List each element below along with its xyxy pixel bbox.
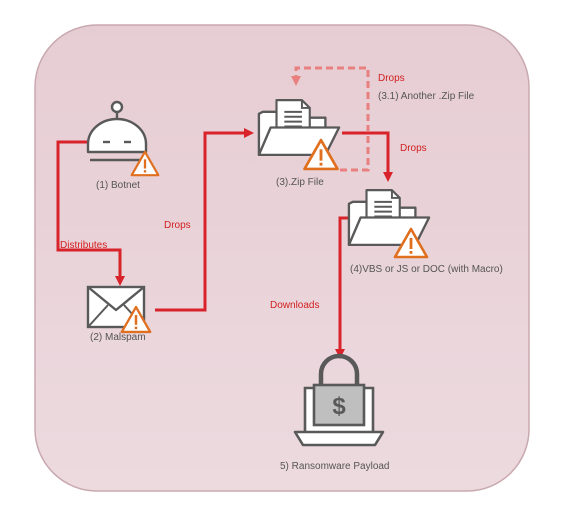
edge-label-drops-another-zip: Drops <box>378 73 405 84</box>
botnet-label: (1) Botnet <box>96 180 140 191</box>
background-panel <box>34 24 530 492</box>
edge-label-downloads: Downloads <box>270 300 320 311</box>
ransomware-label: 5) Ransomware Payload <box>280 461 390 472</box>
arrow-drops-vbs <box>342 131 393 182</box>
vbs-label: (4)VBS or JS or DOC (with Macro) <box>350 264 503 275</box>
edge-label-distributes: Distributes <box>60 240 108 251</box>
malspam-label: (2) Malspam <box>90 332 146 343</box>
robot-icon <box>86 100 148 162</box>
svg-text:$: $ <box>332 393 346 420</box>
zip-file-label: (3).Zip File <box>276 177 324 188</box>
arrow-distributes <box>56 140 125 286</box>
edge-label-drops-zip: Drops <box>164 220 191 231</box>
arrow-downloads <box>335 216 350 359</box>
laptop-lock-icon: $ <box>293 353 385 447</box>
arrow-drops-zip <box>155 128 254 312</box>
edge-label-drops-vbs: Drops <box>400 143 427 154</box>
another-zip-label: (3.1) Another .Zip File <box>378 91 475 102</box>
